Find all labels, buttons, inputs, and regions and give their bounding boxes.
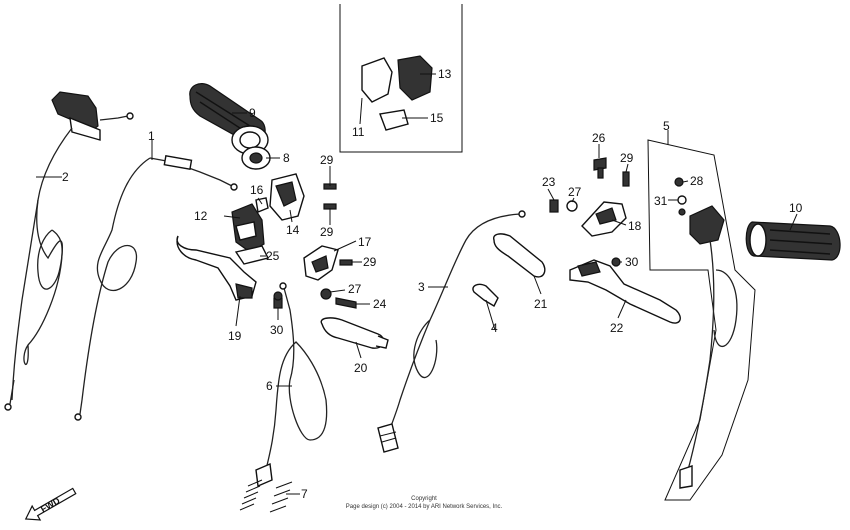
callout-27b: 27 — [568, 185, 582, 199]
part-1-cable — [74, 154, 238, 421]
callout-23: 23 — [542, 175, 556, 189]
callout-2: 2 — [62, 170, 69, 184]
fwd-arrow-icon — [24, 487, 77, 521]
part-10-left-grip — [745, 221, 841, 261]
callout-8: 8 — [283, 151, 290, 165]
inset-frame — [339, 4, 463, 153]
callout-27a: 27 — [348, 282, 362, 296]
part-14-throttle-housing — [269, 173, 305, 221]
callout-12: 12 — [194, 209, 208, 223]
callout-labels: 2 1 3 4 5 6 7 8 9 11 12 13 14 15 16 17 1… — [62, 67, 803, 501]
callout-29c: 29 — [363, 255, 377, 269]
callout-30a: 30 — [270, 323, 284, 337]
leader-lines — [36, 73, 798, 495]
callout-3: 3 — [418, 280, 425, 294]
part-4-clamp — [472, 283, 499, 307]
part-22-brake-lever — [569, 259, 681, 324]
callout-20: 20 — [354, 361, 368, 375]
callout-30b: 30 — [625, 255, 639, 269]
part-5-switch-assembly — [679, 205, 738, 489]
part-12-lever-bracket — [231, 203, 265, 253]
part-31-washer — [677, 195, 687, 216]
callout-29b: 29 — [320, 225, 334, 239]
callout-10: 10 — [789, 201, 803, 215]
part-27-washer — [320, 200, 578, 300]
part-20-lever-cover — [320, 317, 389, 349]
callout-5: 5 — [663, 119, 670, 133]
assembly-5-outline — [647, 139, 756, 501]
part-26-bolt — [593, 157, 607, 179]
callout-1: 1 — [148, 129, 155, 143]
part-21-lever-cover — [493, 233, 546, 278]
part-2-cable — [4, 91, 134, 411]
part-29-screws — [323, 171, 630, 266]
part-16-screw — [255, 197, 269, 213]
callout-31: 31 — [654, 194, 668, 208]
part-23-screw — [549, 199, 559, 213]
callout-4: 4 — [491, 321, 498, 335]
callout-19: 19 — [228, 329, 242, 343]
callout-24: 24 — [373, 297, 387, 311]
part-30-bolts — [273, 257, 621, 309]
callout-13: 13 — [438, 67, 452, 81]
fwd-arrow: FWD — [24, 487, 77, 521]
callout-25: 25 — [266, 249, 280, 263]
callout-22: 22 — [610, 321, 624, 335]
callout-21: 21 — [534, 297, 548, 311]
part-28-screw — [674, 177, 684, 187]
callout-7: 7 — [301, 487, 308, 501]
callout-18: 18 — [628, 219, 642, 233]
callout-11: 11 — [352, 125, 365, 139]
part-7-spring — [239, 479, 293, 513]
copyright-line-2: Page design (c) 2004 - 2014 by ARI Netwo… — [346, 504, 503, 510]
part-8-throttle-pipe — [241, 146, 271, 170]
copyright-line-1: Copyright — [411, 496, 437, 502]
callout-28: 28 — [690, 174, 704, 188]
callout-14: 14 — [286, 223, 300, 237]
callout-26: 26 — [592, 131, 606, 145]
callout-29a: 29 — [320, 153, 334, 167]
part-24-bolt — [335, 297, 357, 309]
part-18-holder — [581, 201, 627, 237]
callout-9: 9 — [249, 106, 256, 120]
callout-15: 15 — [430, 111, 444, 125]
callout-17: 17 — [358, 235, 372, 249]
part-25-holder — [234, 245, 270, 265]
part-3-cable — [377, 210, 526, 453]
part-9-throttle-grip — [189, 83, 269, 155]
part-19-clutch-lever — [176, 235, 257, 301]
part-17-mirror-bracket — [303, 245, 339, 281]
part-15-switch — [379, 109, 409, 131]
callout-16: 16 — [250, 183, 264, 197]
callout-6: 6 — [266, 379, 273, 393]
part-13-switch-housing — [397, 55, 433, 101]
callout-29d: 29 — [620, 151, 634, 165]
part-11-switch-housing — [361, 57, 393, 103]
